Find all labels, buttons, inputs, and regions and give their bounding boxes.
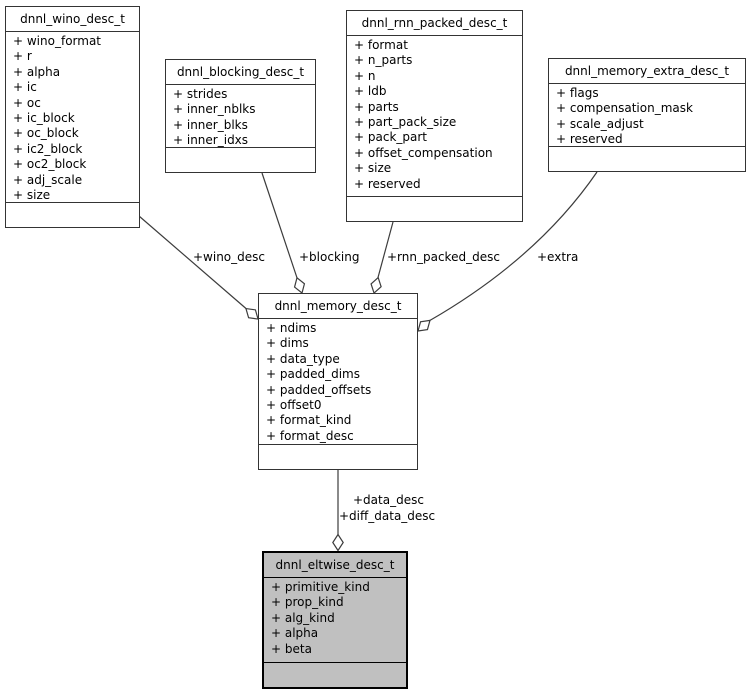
field-item: + ldb — [354, 84, 387, 99]
class-title: dnnl_memory_desc_t — [259, 294, 417, 319]
class-title: dnnl_wino_desc_t — [6, 7, 139, 32]
field-item: + oc2_block — [13, 157, 87, 172]
field-item: + parts — [354, 99, 399, 114]
class-box-dnnl-eltwise-desc-t: dnnl_eltwise_desc_t + primitive_kind+ pr… — [262, 551, 408, 689]
field-item: + padded_dims — [266, 367, 360, 382]
field-item: + ic2_block — [13, 141, 83, 156]
aggregation-diamond-rnn — [370, 276, 382, 295]
class-methods-empty — [347, 197, 522, 221]
field-item: + compensation_mask — [556, 101, 693, 116]
field-item: + strides — [173, 87, 228, 101]
field-item: + ic — [13, 80, 37, 95]
field-item: + oc_block — [13, 126, 79, 141]
field-item: + inner_idxs — [173, 133, 249, 148]
field-item: + flags — [556, 86, 599, 100]
class-methods-empty — [259, 445, 417, 469]
field-item: + alpha — [13, 64, 61, 79]
edge-label-wino-desc: +wino_desc — [193, 250, 265, 264]
class-title: dnnl_blocking_desc_t — [166, 60, 315, 85]
field-item: + padded_offsets — [266, 382, 372, 397]
class-box-dnnl-wino-desc-t[interactable]: dnnl_wino_desc_t + wino_format+ r+ alpha… — [5, 6, 140, 228]
edge-label-blocking: +blocking — [299, 250, 360, 264]
aggregation-diamond-data-desc — [332, 533, 344, 552]
class-methods-empty — [549, 147, 745, 171]
class-title: dnnl_rnn_packed_desc_t — [347, 11, 522, 36]
aggregation-diamond-extra — [417, 319, 431, 332]
class-title: dnnl_memory_extra_desc_t — [549, 59, 745, 84]
field-item: + alpha — [271, 626, 319, 641]
field-item: + format_kind — [266, 413, 352, 428]
field-item: + ic_block — [13, 111, 75, 126]
field-item: + data_type — [266, 351, 340, 366]
edge-blocking — [261, 172, 298, 278]
class-fields: + primitive_kind+ prop_kind+ alg_kind+ a… — [264, 578, 406, 663]
class-fields: + ndims+ dims+ data_type+ padded_dims+ p… — [259, 319, 417, 445]
edge-label-rnn-packed-desc: +rnn_packed_desc — [387, 250, 500, 264]
edge-extra — [429, 171, 598, 321]
field-item: + part_pack_size — [354, 115, 457, 130]
field-item: + format — [354, 38, 408, 52]
class-methods-empty — [166, 148, 315, 172]
field-item: + n — [354, 68, 376, 83]
field-item: + n_parts — [354, 53, 413, 68]
field-item: + scale_adjust — [556, 116, 644, 131]
class-methods-empty — [264, 663, 406, 687]
field-item: + offset_compensation — [354, 145, 493, 160]
field-item: + alg_kind — [271, 610, 335, 625]
field-item: + adj_scale — [13, 172, 83, 187]
field-item: + prop_kind — [271, 595, 344, 610]
field-item: + size — [354, 161, 392, 176]
field-item: + r — [13, 49, 32, 64]
class-title: dnnl_eltwise_desc_t — [264, 553, 406, 578]
aggregation-diamond-blocking — [293, 276, 306, 295]
edge-label-data-desc: +data_desc — [353, 493, 424, 507]
field-item: + offset0 — [266, 398, 322, 413]
field-item: + size — [13, 188, 51, 203]
field-item: + dims — [266, 336, 309, 351]
class-box-dnnl-memory-desc-t[interactable]: dnnl_memory_desc_t + ndims+ dims+ data_t… — [258, 293, 418, 470]
class-box-dnnl-blocking-desc-t[interactable]: dnnl_blocking_desc_t + strides+ inner_nb… — [165, 59, 316, 173]
class-fields: + flags+ compensation_mask+ scale_adjust… — [549, 84, 745, 147]
field-item: + beta — [271, 641, 312, 656]
class-fields: + wino_format+ r+ alpha+ ic+ oc+ ic_bloc… — [6, 32, 139, 203]
field-item: + inner_blks — [173, 117, 248, 132]
class-fields: + format+ n_parts+ n+ ldb+ parts+ part_p… — [347, 36, 522, 197]
field-item: + reserved — [354, 176, 421, 191]
edge-label-extra: +extra — [537, 250, 579, 264]
class-box-dnnl-memory-extra-desc-t[interactable]: dnnl_memory_extra_desc_t + flags+ compen… — [548, 58, 746, 172]
field-item: + inner_nblks — [173, 102, 256, 117]
edge-wino-desc — [138, 215, 247, 309]
edge-label-diff-data-desc: +diff_data_desc — [339, 509, 436, 523]
aggregation-diamond-wino — [245, 307, 259, 320]
class-fields: + strides+ inner_nblks+ inner_blks+ inne… — [166, 85, 315, 148]
field-item: + oc — [13, 95, 41, 110]
class-box-dnnl-rnn-packed-desc-t[interactable]: dnnl_rnn_packed_desc_t + format+ n_parts… — [346, 10, 523, 222]
field-item: + ndims — [266, 321, 317, 335]
edge-rnn-packed-desc — [377, 221, 394, 278]
field-item: + primitive_kind — [271, 580, 370, 594]
field-item: + pack_part — [354, 130, 427, 145]
field-item: + wino_format — [13, 34, 102, 48]
field-item: + format_desc — [266, 428, 354, 443]
class-methods-empty — [6, 203, 139, 227]
field-item: + reserved — [556, 132, 623, 147]
